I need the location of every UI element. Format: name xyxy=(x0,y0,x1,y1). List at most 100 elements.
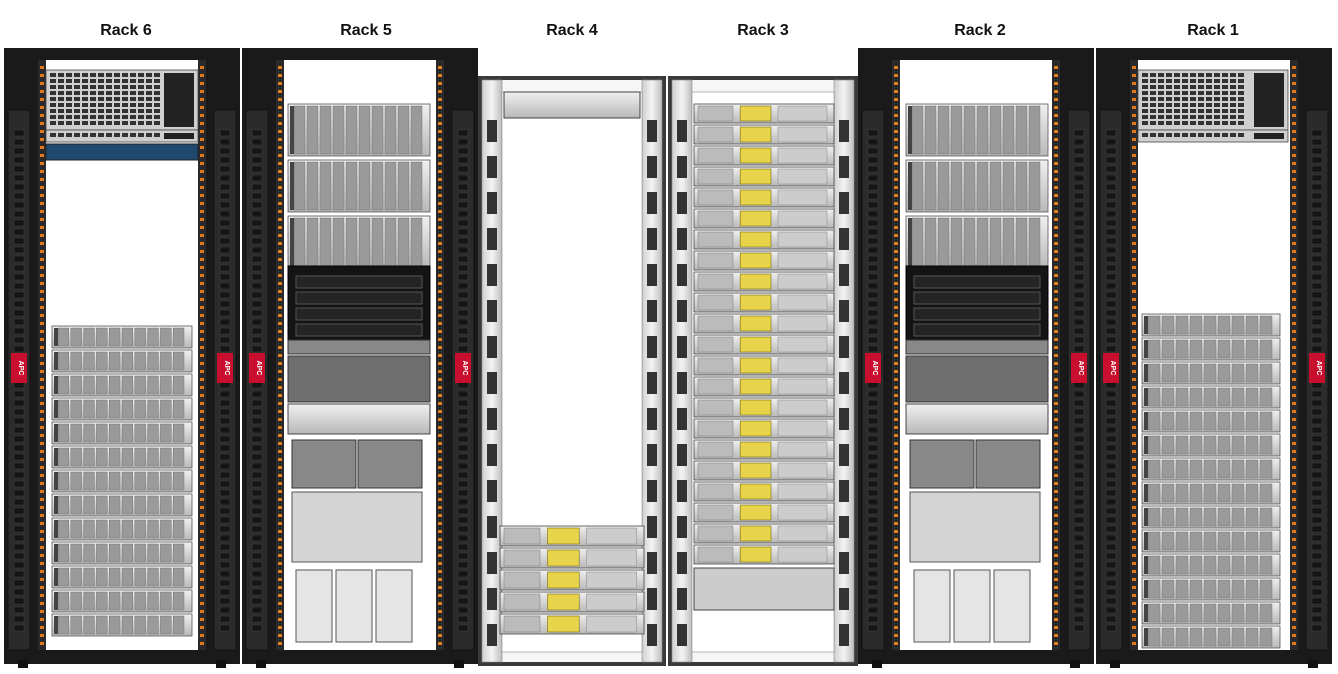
apc-logo xyxy=(455,353,471,383)
apc-label: APC xyxy=(871,361,878,376)
rack5-storage-node xyxy=(287,103,431,157)
rack1-server xyxy=(1141,361,1281,385)
rack3-server xyxy=(693,523,835,544)
rack3-server xyxy=(693,124,835,145)
apc-label: APC xyxy=(223,361,230,376)
rack3-server xyxy=(693,334,835,355)
rack4-server xyxy=(499,547,645,569)
rack3-io-chassis xyxy=(693,567,835,611)
rack6-server xyxy=(51,493,193,517)
rack1-pdu-right: APC xyxy=(1305,109,1329,651)
rack1-core-switch xyxy=(1137,69,1289,131)
rack4-server xyxy=(499,525,645,547)
apc-logo xyxy=(865,353,881,383)
rack5-tape-unit xyxy=(287,403,431,435)
rack1-post-left xyxy=(1130,60,1138,650)
apc-logo xyxy=(1309,353,1325,383)
rack3-server xyxy=(693,502,835,523)
rack5-line-card xyxy=(295,291,423,305)
rack4-server xyxy=(499,613,645,635)
rack5-pdu-left: APC xyxy=(245,109,269,651)
rack2-fan-right xyxy=(975,439,1041,489)
rack-4-title: Rack 4 xyxy=(546,22,598,39)
rack-5-title: Rack 5 xyxy=(340,22,392,39)
rack1-patch-panel xyxy=(1137,129,1289,143)
rack3-server xyxy=(693,439,835,460)
rack5-pdu-right: APC xyxy=(451,109,475,651)
rack5-storage-node xyxy=(287,159,431,213)
rack2-fan-left xyxy=(909,439,975,489)
apc-label: APC xyxy=(255,361,262,376)
rack1-server xyxy=(1141,457,1281,481)
rack3-server xyxy=(693,397,835,418)
rack-1-title: Rack 1 xyxy=(1187,22,1239,39)
rack2-power-module xyxy=(993,569,1031,643)
rack2-tape-unit xyxy=(905,403,1049,435)
rack6-patch-panel xyxy=(45,129,199,143)
apc-label: APC xyxy=(461,361,468,376)
rack3-server xyxy=(693,292,835,313)
rack5-line-card xyxy=(295,323,423,337)
rack1-server xyxy=(1141,577,1281,601)
rack6-server xyxy=(51,517,193,541)
rack3-server xyxy=(693,481,835,502)
rack3-server xyxy=(693,418,835,439)
rack6-router xyxy=(45,143,199,161)
rack2-power-module xyxy=(953,569,991,643)
rack2-storage-node xyxy=(905,103,1049,157)
apc-label: APC xyxy=(1077,361,1084,376)
rack6-server xyxy=(51,325,193,349)
rack2-ups xyxy=(909,491,1041,563)
rack6-server xyxy=(51,421,193,445)
rack2-blade-enclosure xyxy=(905,355,1049,403)
rack6-post-right xyxy=(198,60,206,650)
rack3-server xyxy=(693,376,835,397)
rack2-line-card xyxy=(913,307,1041,321)
rack4-top-unit xyxy=(503,91,641,119)
apc-logo xyxy=(217,353,233,383)
rack3-server xyxy=(693,544,835,565)
rack6-pdu-right: APC xyxy=(213,109,237,651)
rack-6-title: Rack 6 xyxy=(100,22,152,39)
apc-logo xyxy=(249,353,265,383)
rack5-power-module xyxy=(335,569,373,643)
rack6-server xyxy=(51,397,193,421)
rack6-server xyxy=(51,541,193,565)
rack3-server xyxy=(693,250,835,271)
rack6-server xyxy=(51,373,193,397)
rack1-server xyxy=(1141,337,1281,361)
apc-logo xyxy=(1103,353,1119,383)
apc-label: APC xyxy=(1315,361,1322,376)
rack1-server xyxy=(1141,601,1281,625)
rack2-line-card xyxy=(913,291,1041,305)
rack5-post-right xyxy=(436,60,444,650)
rack1-post-right xyxy=(1290,60,1298,650)
rack2-storage-node xyxy=(905,215,1049,269)
rack3-server xyxy=(693,460,835,481)
rack1-server xyxy=(1141,433,1281,457)
rack3-server xyxy=(693,103,835,124)
rack1-server xyxy=(1141,409,1281,433)
rack5-line-card xyxy=(295,307,423,321)
rack3-server xyxy=(693,355,835,376)
rack3-server xyxy=(693,166,835,187)
rack5-supervisor xyxy=(287,339,431,355)
rack5-fan-right xyxy=(357,439,423,489)
rack2-post-left xyxy=(892,60,900,650)
rack5-blade-enclosure xyxy=(287,355,431,403)
rack4-server xyxy=(499,569,645,591)
rack3-server xyxy=(693,208,835,229)
rack2-line-card xyxy=(913,323,1041,337)
rack6-server xyxy=(51,565,193,589)
apc-label: APC xyxy=(17,361,24,376)
apc-logo xyxy=(1071,353,1087,383)
rack1-server xyxy=(1141,625,1281,649)
rack6-server xyxy=(51,589,193,613)
rack6-server xyxy=(51,349,193,373)
rack1-server xyxy=(1141,553,1281,577)
rack2-pdu-left: APC xyxy=(861,109,885,651)
rack6-server xyxy=(51,445,193,469)
apc-label: APC xyxy=(1109,361,1116,376)
rack6-pdu-left: APC xyxy=(7,109,31,651)
